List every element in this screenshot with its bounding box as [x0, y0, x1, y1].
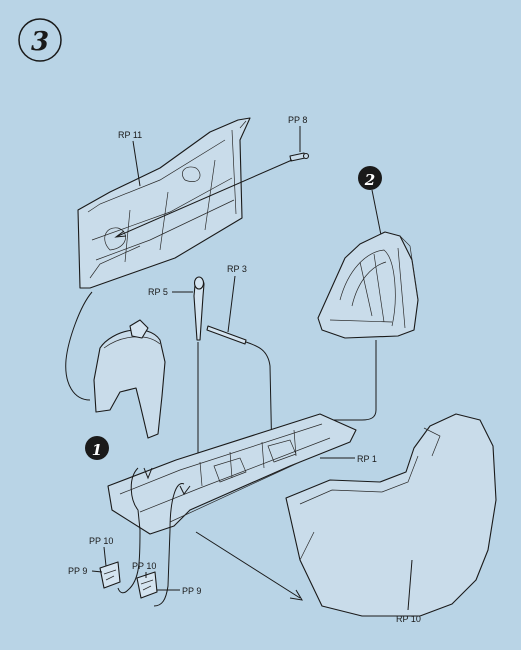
callout-1-number: 1: [92, 441, 102, 459]
step-badge: 3: [18, 18, 62, 62]
label-pp10-left: PP 10: [89, 536, 113, 546]
part-rp5-stick: [193, 276, 205, 341]
label-pp8: PP 8: [288, 115, 307, 125]
label-pp9-right: PP 9: [182, 586, 201, 596]
part-rp11-side-panel: [77, 117, 251, 289]
part-pp10-pp9-left: [99, 561, 121, 589]
part-rp1-floor: [107, 413, 357, 535]
label-pp9-left: PP 9: [68, 566, 87, 576]
label-rp3: RP 3: [227, 264, 247, 274]
label-rp10: RP 10: [396, 614, 421, 624]
part-head-shield: [93, 319, 166, 439]
part-seat: [317, 231, 419, 339]
callout-2-number: 2: [364, 171, 375, 189]
label-rp11: RP 11: [118, 130, 142, 140]
callout-1: 1: [85, 436, 109, 460]
callout-2: 2: [358, 166, 382, 190]
part-rp3-rod: [206, 325, 247, 345]
step-number: 3: [31, 27, 49, 57]
part-rp10-panel: [285, 413, 497, 617]
label-rp5: RP 5: [148, 287, 168, 297]
label-pp10-right: PP 10: [132, 561, 156, 571]
part-pp8-lever: [289, 152, 310, 162]
part-pp10-pp9-right: [136, 571, 158, 599]
label-rp1: RP 1: [357, 454, 377, 464]
